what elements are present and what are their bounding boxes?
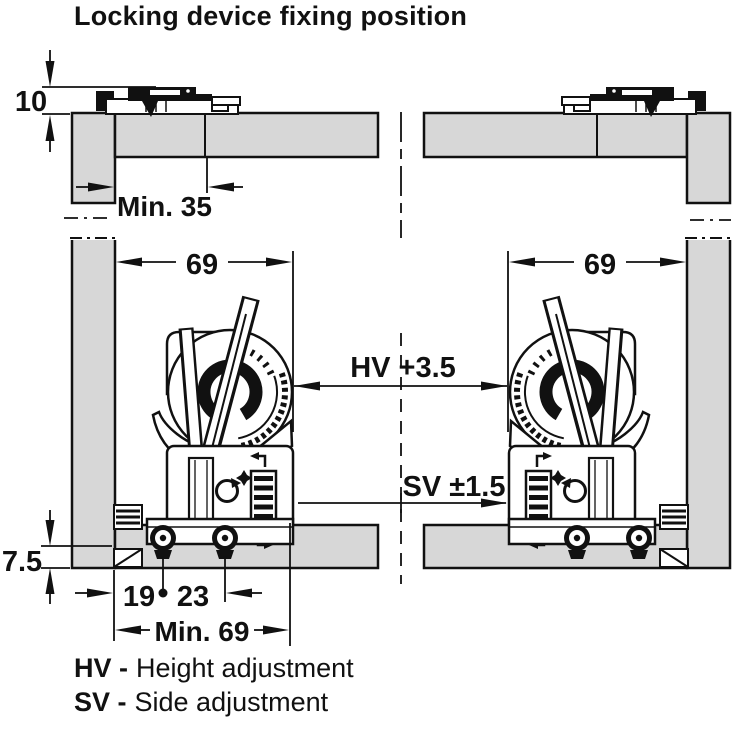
legend-abbr-hv: HV - xyxy=(74,653,128,683)
top-runner-device-left xyxy=(95,86,241,118)
locking-device-right xyxy=(509,298,688,567)
dim-height-adjustment: HV +3.5 xyxy=(350,352,456,384)
legend-label-hv: Height adjustment xyxy=(136,653,354,683)
top-left-horizontal-panel xyxy=(113,111,380,159)
dim-min-fixing-depth: Min. 35 xyxy=(117,191,212,222)
center-lines xyxy=(64,112,731,584)
dim-device-width-left: 69 xyxy=(186,249,218,281)
bottom-left-side-panel xyxy=(70,236,117,570)
dimension-lines xyxy=(41,50,686,646)
legend-item-sv: SV -Side adjustment xyxy=(74,685,354,719)
top-right-horizontal-panel xyxy=(422,111,689,159)
legend-item-hv: HV - Height adjustment xyxy=(74,651,354,685)
top-right-side-panel xyxy=(685,111,732,205)
locking-device-left xyxy=(114,298,293,567)
dim-side-adjustment: SV ±1.5 xyxy=(403,471,506,503)
dim-hole-spacing: 23 xyxy=(177,581,209,613)
dim-top-clearance: 10 xyxy=(15,86,47,118)
dim-min-inner-width: Min. 69 xyxy=(155,616,250,647)
dimension-labels: 10 Min. 35 69 69 HV +3.5 SV ±1.5 7.5 19 … xyxy=(2,86,616,647)
page-title: Locking device fixing position xyxy=(74,1,468,31)
dim-device-width-right: 69 xyxy=(584,249,616,281)
cabinet-panels xyxy=(69,111,732,570)
dim-runner-height: 7.5 xyxy=(2,546,42,578)
top-runner-device-right xyxy=(561,86,707,118)
dim-front-hole-offset: 19 xyxy=(123,581,155,613)
legend: HV - Height adjustment SV -Side adjustmen… xyxy=(74,651,354,719)
legend-label-sv: Side adjustment xyxy=(134,687,329,717)
bottom-right-side-panel xyxy=(685,236,732,570)
legend-abbr-sv: SV - xyxy=(74,687,127,717)
